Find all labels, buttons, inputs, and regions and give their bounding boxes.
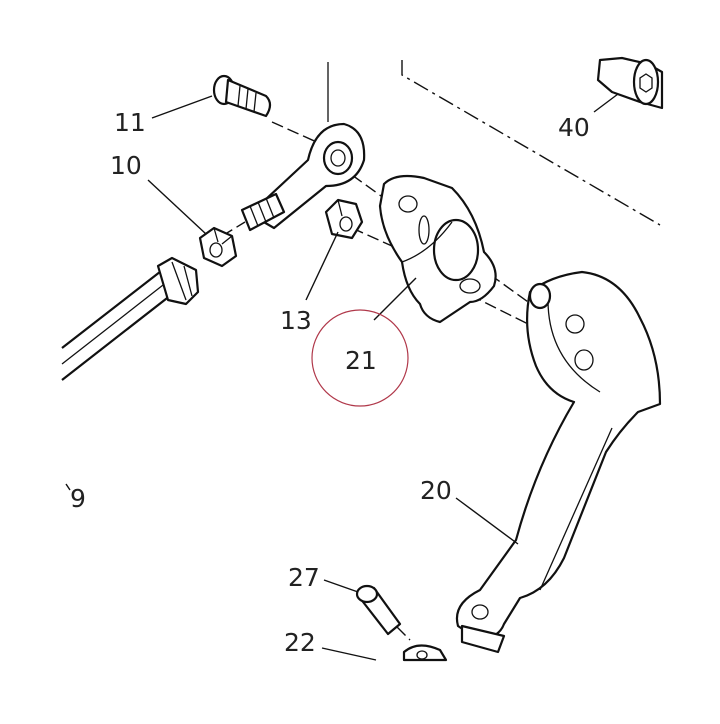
callout-20: 20 [420,476,452,505]
leader-21 [373,277,417,321]
leader-10 [147,179,207,235]
leader-11 [151,95,213,119]
rod-end-link [240,62,366,232]
leader-lines [65,93,619,661]
leader-20 [455,497,519,545]
part-21-bracket [378,174,497,324]
callout-40: 40 [558,113,590,142]
part-11-bolt [212,74,272,118]
highlight-circle [311,309,409,407]
housing-chain-line [401,60,661,226]
part-10-nut [198,226,238,268]
part-27-pin [355,584,402,636]
callout-21: 21 [345,346,377,375]
leader-22 [321,647,377,661]
part-20-lever [455,270,662,654]
callout-9: 9 [70,484,86,513]
leader-40 [593,93,619,113]
leader-13 [305,231,339,301]
nut-axis-line [351,227,393,247]
callout-13: 13 [280,306,312,335]
part-40-shaft [596,56,664,110]
part-13-nut [324,198,364,240]
callout-27: 27 [288,563,320,592]
callout-11: 11 [114,108,146,137]
part-9-rod [61,256,200,381]
callout-10: 10 [110,151,142,180]
leader-27 [323,579,359,593]
leader-9 [65,483,71,491]
callout-22: 22 [284,628,316,657]
part-22-clip [402,644,448,662]
